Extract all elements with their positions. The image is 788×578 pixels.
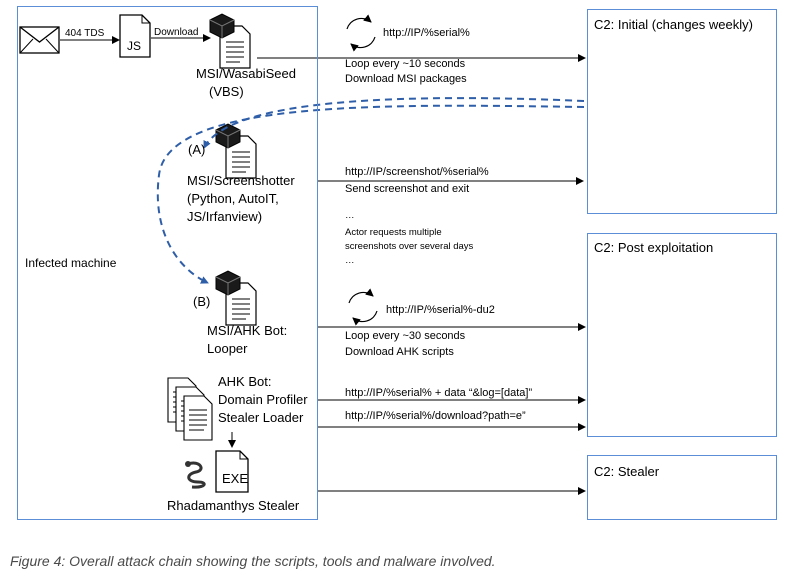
msi-package-icon [215,270,257,326]
loop-arrows-icon [348,288,378,326]
msi-package-icon [209,13,251,69]
envelope-icon [19,26,60,54]
vbs-label: (VBS) [209,84,244,99]
ahk-bot-label: AHK Bot: [218,374,272,389]
looper-label: Looper [207,341,248,356]
download-ahk-label: Download AHK scripts [345,346,454,358]
exe-label: EXE [222,471,249,486]
c2-post-exploitation-box [587,233,777,437]
actor-requests-label: Actor requests multiple [345,227,442,238]
dashed-arrow-to-ahk-bot [156,104,585,284]
loop-30s-label: Loop every ~30 seconds [345,330,466,342]
rhadamanthys-label: Rhadamanthys Stealer [167,498,300,513]
send-screenshot-label: Send screenshot and exit [345,183,470,195]
ellipsis-bottom: … [345,255,355,266]
screenshotter-tech-1: (Python, AutoIT, [187,191,279,206]
infected-machine-label: Infected machine [25,256,117,270]
screenshotter-tech-2: JS/Irfanview) [187,209,263,224]
c2-post-exploitation-label: C2: Post exploitation [594,240,714,255]
tag-a-label: (A) [188,142,206,157]
msi-wasabi-label: MSI/WasabiSeed [196,66,296,81]
msi-screenshotter-label: MSI/Screenshotter [187,173,295,188]
download-label: Download [154,27,199,38]
figure-caption: Figure 4: Overall attack chain showing t… [10,553,496,569]
url-download-label: http://IP/%serial%/download?path=e” [345,410,526,422]
exe-file-icon [215,450,249,493]
js-label: JS [127,39,142,53]
ellipsis-top: … [345,210,355,221]
tds-label: 404 TDS [65,28,105,39]
url-serial-label: http://IP/%serial% [383,27,470,39]
loop-10s-label: Loop every ~10 seconds [345,58,466,70]
url-du2-label: http://IP/%serial%-du2 [386,304,495,316]
domain-profiler-label: Domain Profiler [218,392,308,407]
url-log-label: http://IP/%serial% + data “&log=[data]” [345,387,533,399]
snake-icon [185,461,206,489]
url-screenshot-label: http://IP/screenshot/%serial% [345,166,489,178]
tag-b-label: (B) [193,294,211,309]
c2-initial-box [587,9,777,214]
c2-initial-label: C2: Initial (changes weekly) [594,17,753,32]
msi-ahk-label: MSI/AHK Bot: [207,323,288,338]
c2-stealer-box [587,455,777,520]
c2-stealer-label: C2: Stealer [594,464,660,479]
js-file-icon [119,14,151,58]
screenshots-over-days-label: screenshots over several days [345,241,474,252]
download-msi-label: Download MSI packages [345,73,467,85]
dashed-arrow-to-screenshotter [203,97,585,149]
script-documents-icon [167,377,213,441]
infected-machine-box [17,6,318,520]
loop-arrows-icon [346,14,376,52]
stealer-loader-label: Stealer Loader [218,410,304,425]
